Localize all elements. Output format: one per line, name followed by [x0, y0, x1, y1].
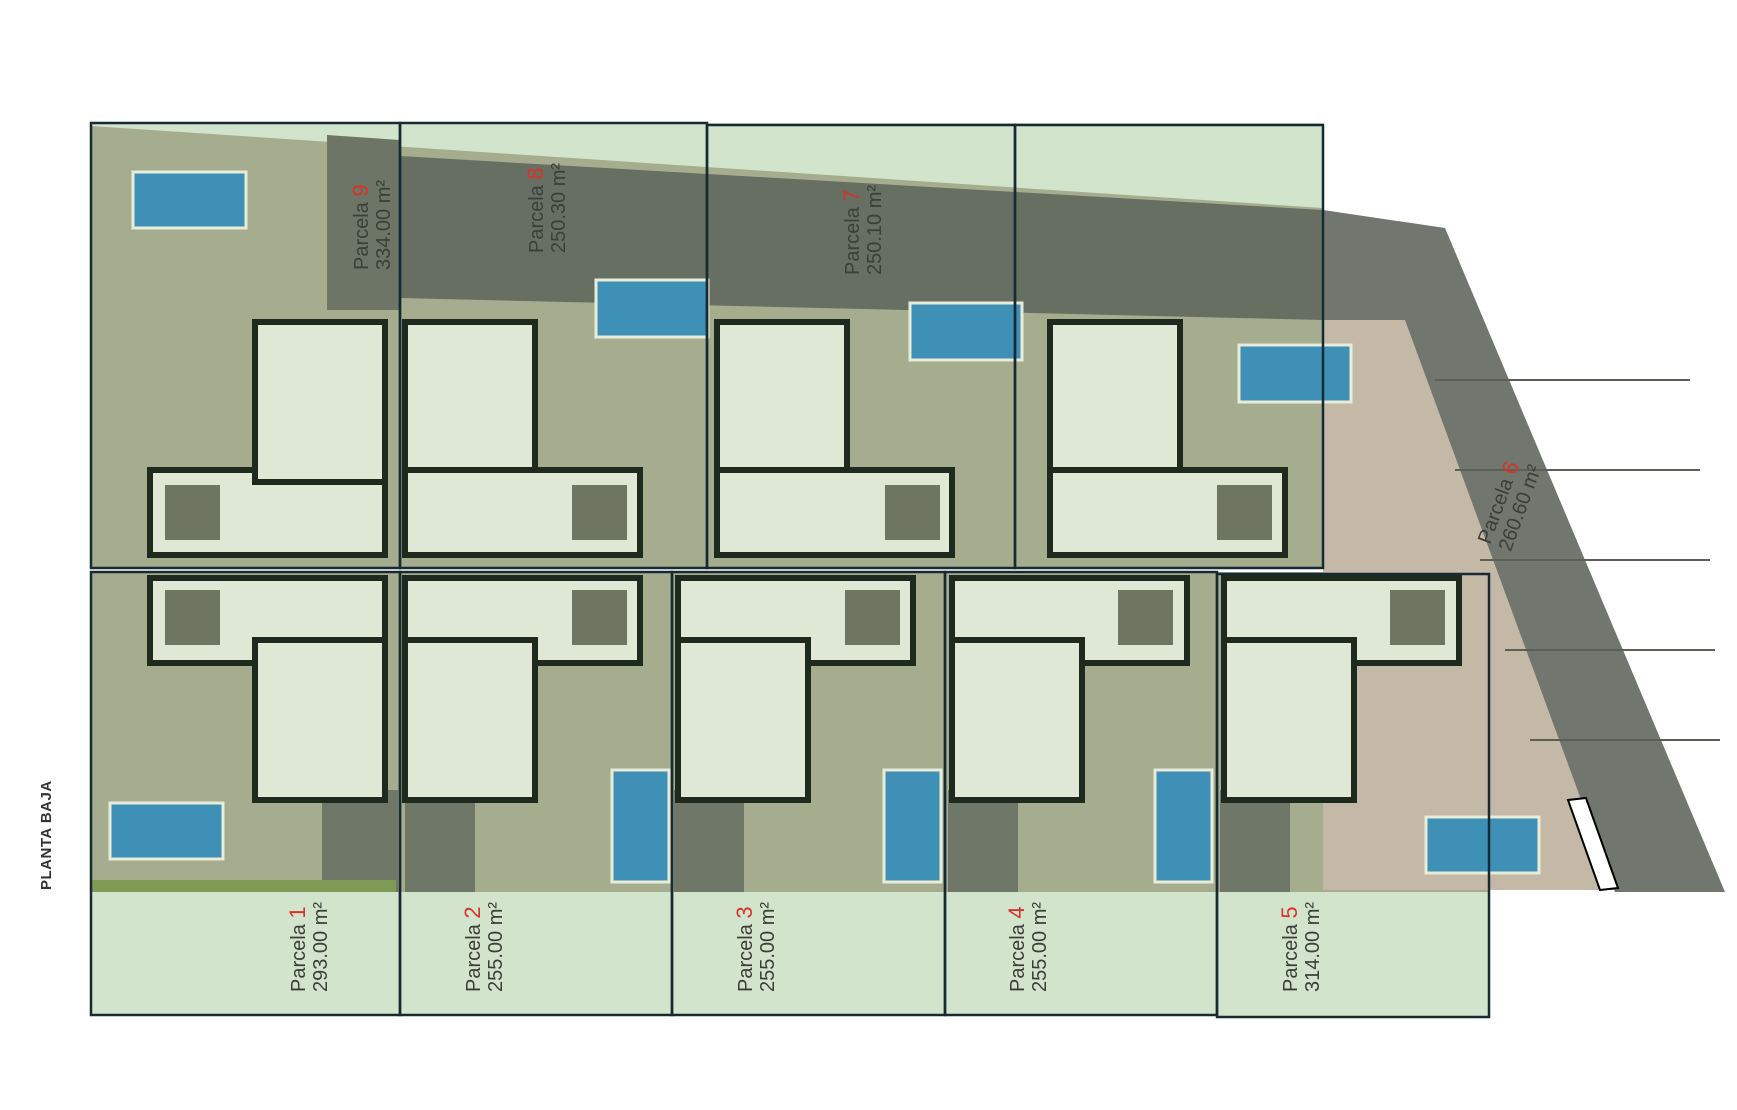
house-footprints	[147, 319, 1462, 803]
pools	[108, 170, 1541, 884]
plot-5-boundary	[1215, 572, 1491, 1019]
plot-6-boundary	[1013, 123, 1325, 570]
svg-text:Parcela 4: Parcela 4	[1004, 906, 1029, 992]
svg-text:Parcela 3: Parcela 3	[732, 906, 757, 992]
svg-text:Parcela 5: Parcela 5	[1277, 906, 1302, 992]
driveways	[91, 790, 1290, 892]
plot-label-1: Parcela 1 293.00 m²	[285, 902, 332, 992]
plot-label-8: Parcela 8 250.30 m²	[523, 163, 570, 253]
plot-7-prefix: Parcela	[842, 206, 864, 275]
plot-3-number: 3	[732, 906, 757, 918]
plot-5-area: 314.00 m²	[1302, 902, 1324, 992]
plot-9-number: 9	[348, 184, 373, 196]
plot-3-area: 255.00 m²	[757, 902, 779, 992]
plot-4-area: 255.00 m²	[1029, 902, 1051, 992]
svg-text:Parcela 9: Parcela 9	[348, 184, 373, 270]
plot-4-number: 4	[1004, 906, 1029, 918]
plot-2-number: 2	[460, 906, 485, 918]
plot-label-7: Parcela 7 250.10 m²	[839, 185, 886, 275]
svg-text:Parcela 2: Parcela 2	[460, 906, 485, 992]
plot-9-prefix: Parcela	[351, 201, 373, 270]
plot-1-number: 1	[285, 906, 310, 918]
plot-label-9: Parcela 9 334.00 m²	[348, 180, 395, 270]
svg-text:Parcela 8: Parcela 8	[523, 167, 548, 253]
plot-label-5: Parcela 5 314.00 m²	[1277, 902, 1324, 992]
plot-1-prefix: Parcela	[288, 923, 310, 992]
plot-label-4: Parcela 4 255.00 m²	[1004, 902, 1051, 992]
plot-label-2: Parcela 2 255.00 m²	[460, 902, 507, 992]
plot-8-number: 8	[523, 167, 548, 179]
plot-7-area: 250.10 m²	[864, 185, 886, 275]
plot-label-3: Parcela 3 255.00 m²	[732, 902, 779, 992]
plot-5-number: 5	[1277, 906, 1302, 918]
plot-4-prefix: Parcela	[1007, 923, 1029, 992]
plot-2-area: 255.00 m²	[485, 902, 507, 992]
plot-8-prefix: Parcela	[526, 184, 548, 253]
plot-1-area: 293.00 m²	[310, 902, 332, 992]
plot-5-prefix: Parcela	[1280, 923, 1302, 992]
plot-2-prefix: Parcela	[463, 923, 485, 992]
svg-text:Parcela 1: Parcela 1	[285, 906, 310, 992]
plot-8-area: 250.30 m²	[548, 163, 570, 253]
plot-9-area: 334.00 m²	[373, 180, 395, 270]
plot-3-prefix: Parcela	[735, 923, 757, 992]
svg-text:Parcela 7: Parcela 7	[839, 189, 864, 275]
plot-7-number: 7	[839, 189, 864, 201]
plot-boundaries	[89, 121, 1491, 1019]
